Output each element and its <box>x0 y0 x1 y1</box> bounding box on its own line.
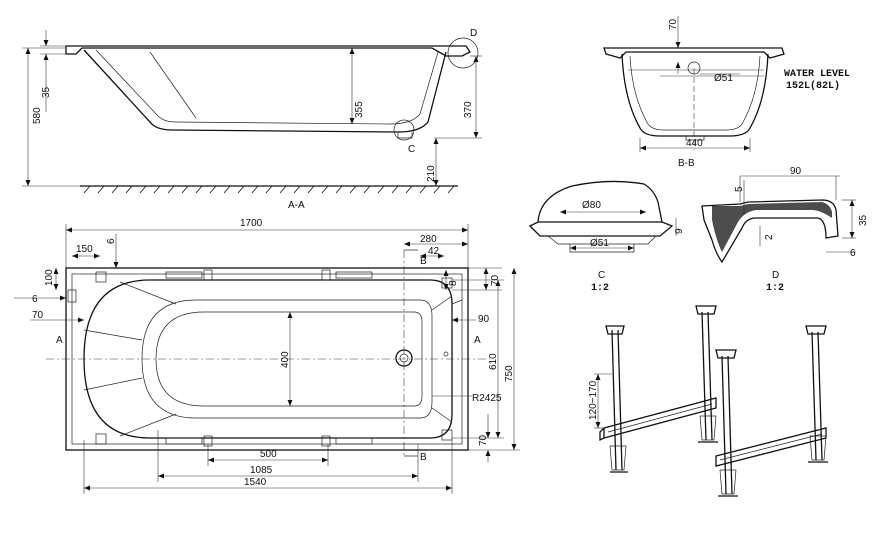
dim-150: 150 <box>76 244 93 255</box>
section-aa-label: A-A <box>288 200 305 211</box>
dim-6-top: 6 <box>106 238 117 244</box>
dim-42: 42 <box>428 246 440 257</box>
dim-80: Ø80 <box>582 200 601 211</box>
detail-c-circle <box>393 119 415 141</box>
marker-a-right: A <box>474 335 481 346</box>
marker-b-top: B <box>420 256 427 267</box>
dim-35: 35 <box>41 86 52 98</box>
dim-6-left: 6 <box>32 294 38 305</box>
detail-c-label: C <box>598 270 605 281</box>
detail-c-scale: 1:2 <box>591 283 609 294</box>
dim-1540: 1540 <box>244 477 267 488</box>
dim-370: 370 <box>463 101 474 118</box>
section-bb-label: B-B <box>678 158 695 169</box>
dim-90-d: 90 <box>790 166 802 177</box>
leg-assemblies: 120~170 <box>588 305 828 497</box>
section-aa-view: D C 580 35 355 370 210 A-A <box>22 28 482 211</box>
dim-2-d: 2 <box>764 234 775 240</box>
detail-d-view: 90 5 35 2 6 D 1:2 <box>701 166 869 294</box>
detail-d-scale: 1:2 <box>766 283 784 294</box>
marker-a-left: A <box>56 335 63 346</box>
dim-100: 100 <box>44 269 55 286</box>
dim-210: 210 <box>426 165 437 182</box>
dim-750: 750 <box>504 365 515 382</box>
floor-hatching <box>83 185 455 194</box>
marker-c: C <box>408 144 415 155</box>
water-level-value: 152L(82L) <box>786 80 840 92</box>
dim-70-left: 70 <box>32 310 44 321</box>
dim-280: 280 <box>420 234 437 245</box>
dim-440: 440 <box>686 138 703 149</box>
dim-5-d: 5 <box>734 186 745 192</box>
dim-1085: 1085 <box>250 465 273 476</box>
dim-500: 500 <box>260 449 277 460</box>
marker-b-bottom: B <box>420 452 427 463</box>
dim-51-bb: Ø51 <box>714 73 733 84</box>
plan-view: A A B B 1700 6 150 100 6 70 280 42 <box>14 218 520 494</box>
dim-90: 90 <box>478 314 490 325</box>
detail-d-label: D <box>772 270 779 281</box>
dim-r2425: R2425 <box>472 393 502 404</box>
detail-d-circle <box>447 37 479 69</box>
dim-400: 400 <box>280 351 291 368</box>
dim-580: 580 <box>32 107 43 124</box>
section-bb-view: WATER LEVEL 152L(82L) Ø51 70 440 B-B <box>603 16 850 169</box>
dim-leg-height: 120~170 <box>588 380 599 420</box>
water-level-title: WATER LEVEL <box>784 69 850 80</box>
dim-70-bb: 70 <box>668 18 679 30</box>
detail-c-view: Ø80 Ø51 9 C 1:2 <box>528 180 685 294</box>
dim-70-right-bottom: 70 <box>478 434 489 446</box>
dim-8: 8 <box>448 280 459 286</box>
dim-35-d: 35 <box>858 214 869 226</box>
dim-51-c: Ø51 <box>590 238 609 249</box>
dim-1700: 1700 <box>240 218 263 229</box>
marker-d: D <box>470 28 477 39</box>
dim-355: 355 <box>354 101 365 118</box>
dim-610: 610 <box>488 353 499 370</box>
dim-6-d: 6 <box>850 248 856 259</box>
dim-9: 9 <box>674 228 685 234</box>
